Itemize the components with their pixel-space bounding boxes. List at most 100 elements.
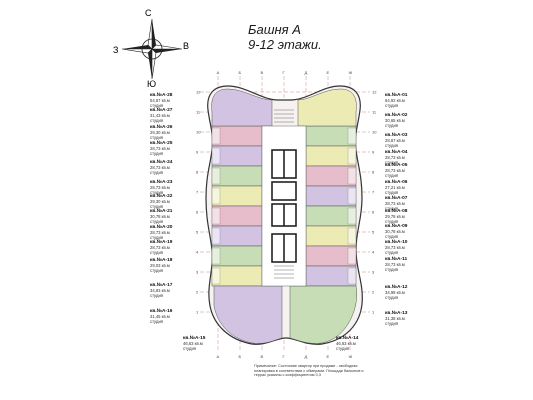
apartment-type: студия (385, 103, 399, 108)
tower-title: Башня А (248, 22, 301, 37)
grid-row-label: 1 (196, 310, 199, 315)
apartment-type: студия (385, 295, 399, 300)
apartment-number: кв.№А-05 (385, 163, 408, 168)
balcony (211, 227, 221, 245)
apartment-number: кв.№А-07 (385, 196, 408, 201)
apartment-type: студия (183, 346, 197, 351)
apartment-type: студия (385, 173, 399, 178)
apartment-number: кв.№А-25 (150, 141, 173, 146)
apartment-number: кв.№А-23 (150, 180, 173, 185)
apartment-number: кв.№А-22 (150, 194, 173, 199)
apartment-area: 30,78 кв.м (150, 214, 170, 219)
apartment-area: 34,98 кв.м (385, 290, 405, 295)
compass-rose-icon: С Ю В З (113, 8, 189, 88)
apartment-number: кв.№А-26 (150, 125, 173, 130)
apartment-area: 28,73 кв.м (150, 230, 170, 235)
apartment-area: 28,67 кв.м (385, 138, 405, 143)
apartment-area: 31,43 кв.м (150, 113, 170, 118)
balcony (347, 267, 357, 285)
balcony (211, 207, 221, 225)
apartment-area: 29,78 кв.м (385, 214, 405, 219)
grid-column-label: Г (283, 354, 286, 359)
apartment-area: 28,73 кв.м (385, 245, 405, 250)
apartment-type: студия (150, 118, 164, 123)
grid-row-label: 12 (196, 90, 201, 95)
apartment-number: кв.№А-08 (385, 209, 408, 214)
apartment-area: 28,73 кв.м (150, 245, 170, 250)
apartment-number: кв.№А-20 (150, 225, 173, 230)
grid-row-label: 6 (196, 210, 199, 215)
balcony (347, 167, 357, 185)
grid-column-label: Е (327, 354, 330, 359)
grid-row-label: 12 (372, 90, 377, 95)
apartment-type: студия (150, 250, 164, 255)
grid-column-label: В (261, 354, 264, 359)
grid-column-label: А (217, 70, 220, 75)
apartment-type: студия (150, 103, 164, 108)
apartment-number: кв.№А-18 (150, 258, 173, 263)
apartment-number: кв.№А-24 (150, 160, 173, 165)
apartment-area: 28,73 кв.м (150, 146, 170, 151)
apartment-number: кв.№А-17 (150, 283, 173, 288)
apartment-area: 28,73 кв.м (385, 168, 405, 173)
grid-row-label: 4 (372, 250, 375, 255)
grid-row-label: 3 (196, 270, 199, 275)
compass-south: Ю (147, 79, 156, 88)
apartment-type: студия (150, 170, 164, 175)
compass-west: З (113, 45, 118, 55)
grid-column-label: Ж (349, 70, 353, 75)
apartment-area: 54,67 кв.м (150, 98, 170, 103)
balcony (347, 207, 357, 225)
grid-row-label: 9 (372, 150, 375, 155)
apartment-area: 28,73 кв.м (385, 201, 405, 206)
apartment-type: студия (385, 143, 399, 148)
apartment-area: 30,65 кв.м (385, 118, 405, 123)
grid-row-label: 4 (196, 250, 199, 255)
apartment-number: кв.№А-09 (385, 224, 408, 229)
apartment-type: студия (385, 321, 399, 326)
apartment-type: студия (385, 250, 399, 255)
grid-row-label: 2 (372, 290, 375, 295)
grid-row-label: 2 (196, 290, 199, 295)
apartment-area: 64,92 кв.м (385, 98, 405, 103)
balcony (347, 127, 357, 145)
apartment-area: 29,03 кв.м (150, 263, 170, 268)
apartment-area: 28,73 кв.м (385, 262, 405, 267)
apartment-area: 29,30 кв.м (150, 199, 170, 204)
grid-row-label: 10 (372, 130, 377, 135)
balcony (347, 147, 357, 165)
apartment-type: студия (150, 135, 164, 140)
apartment-number: кв.№А-19 (150, 240, 173, 245)
grid-row-label: 10 (196, 130, 201, 135)
apartment-type: студия (150, 190, 164, 195)
apartment-type: студия (385, 234, 399, 239)
apartment-type: студия (150, 151, 164, 156)
apartment-number: кв.№А-14 (336, 336, 359, 341)
apartment-area: 28,73 кв.м (150, 165, 170, 170)
balcony (211, 247, 221, 265)
grid-column-label: Г (283, 70, 286, 75)
grid-column-label: Д (305, 354, 308, 359)
grid-row-label: 11 (196, 110, 201, 115)
grid-row-label: 11 (372, 110, 377, 115)
apartment-area: 31,38 кв.м (385, 316, 405, 321)
apartment-number: кв.№А-04 (385, 150, 408, 155)
apartment-type: студия (385, 206, 399, 211)
apartment-type: студия (385, 267, 399, 272)
balcony (347, 247, 357, 265)
apartment-number: кв.№А-01 (385, 93, 408, 98)
apartment-number: кв.№А-16 (150, 309, 173, 314)
apartment-number: кв.№А-27 (150, 108, 173, 113)
apartment-area: 29,30 кв.м (150, 130, 170, 135)
apartment-type: студия (385, 160, 399, 165)
